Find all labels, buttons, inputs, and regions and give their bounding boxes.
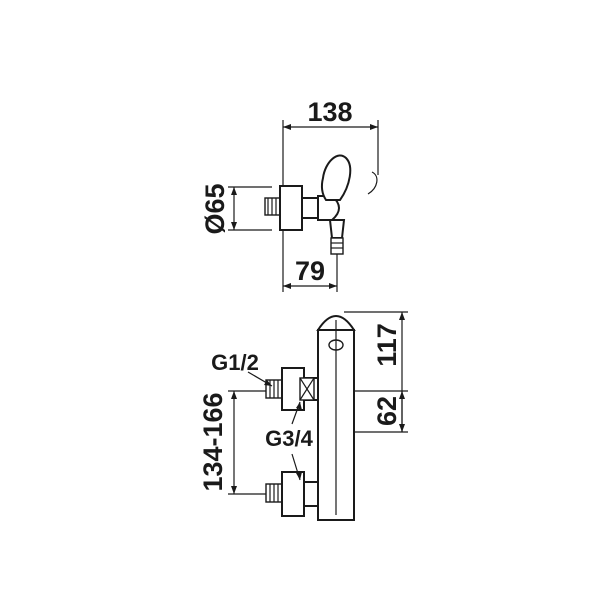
dimension-79: 79: [282, 230, 338, 292]
dimension-label-138: 138: [307, 97, 352, 127]
lever-outline: [367, 171, 378, 195]
arm-lower: [303, 481, 319, 507]
outlet-stem: [328, 219, 346, 239]
dimension-label-134-166: 134-166: [198, 392, 228, 491]
dimension-label-diameter: Ø65: [200, 183, 230, 234]
front-view: G1/2 G3/4 134-166 117: [198, 311, 408, 521]
dimension-117: 117: [344, 311, 408, 433]
dimension-134-166: 134-166: [198, 390, 266, 495]
top-view: 138 Ø65: [200, 97, 379, 292]
callout-g12: G1/2: [211, 350, 273, 387]
valve-handle: [321, 154, 352, 201]
dimension-label-79: 79: [295, 256, 325, 286]
dimension-62: 62: [354, 390, 408, 432]
dimension-label-117: 117: [372, 323, 402, 367]
dimension-diameter-65: Ø65: [200, 183, 272, 235]
callout-label-g34: G3/4: [265, 426, 313, 451]
dimension-138: 138: [282, 97, 379, 188]
callout-label-g12: G1/2: [211, 350, 259, 375]
callout-g34: G3/4: [265, 401, 314, 481]
dimension-label-62: 62: [372, 396, 402, 426]
rosette-lower: [281, 471, 305, 517]
valve-neck: [301, 197, 319, 219]
wall-rosette: [279, 185, 303, 231]
outlet-nozzle: [330, 237, 344, 255]
